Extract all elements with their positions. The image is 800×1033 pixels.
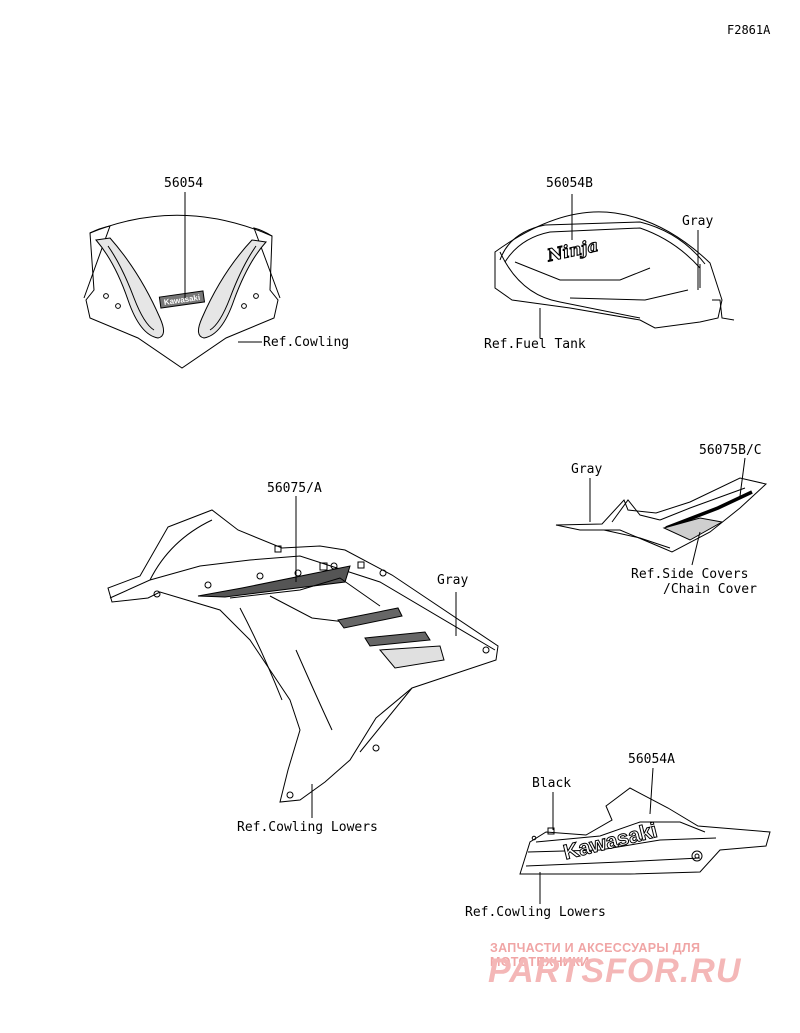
gray-label-side: Gray (571, 462, 603, 477)
figure-id: F2861A (727, 23, 771, 37)
watermark-tagline: ЗАПЧАСТИ И АКСЕССУАРЫ ДЛЯ МОТОТЕХНИКИ (490, 941, 701, 969)
gray-label-cowl: Gray (437, 573, 469, 588)
part-number-56054A: 56054A (628, 752, 675, 767)
part-number-56075A: 56075/A (267, 481, 322, 496)
leader-ref-side-covers (691, 531, 701, 566)
ref-cowling-label: Ref.Cowling (263, 335, 350, 350)
ref-fuel-tank-label: Ref.Fuel Tank (484, 337, 586, 352)
part-number-56075BC: 56075B/C (699, 443, 762, 458)
watermark-logo: PARTSFOR.RU (488, 952, 742, 990)
windshield-illustration: Kawasaki (83, 214, 281, 369)
fuel-tank-illustration (494, 211, 735, 329)
ref-cowling-lowers-label-2: Ref.Cowling Lowers (465, 905, 606, 920)
ref-cowling-lowers-label-1: Ref.Cowling Lowers (237, 820, 378, 835)
cowling-illustration (107, 509, 499, 803)
lower-cowl-illustration (519, 787, 771, 875)
part-number-56054: 56054 (164, 176, 204, 191)
leader-56075BC (739, 457, 746, 497)
leader-56054A (649, 767, 654, 815)
gray-label-tank: Gray (682, 214, 714, 229)
side-cover-illustration (555, 477, 768, 553)
ref-chain-cover-label: /Chain Cover (663, 582, 757, 597)
part-number-56054B: 56054B (546, 176, 593, 191)
ref-side-covers-label: Ref.Side Covers (631, 567, 749, 582)
black-label: Black (532, 776, 572, 791)
